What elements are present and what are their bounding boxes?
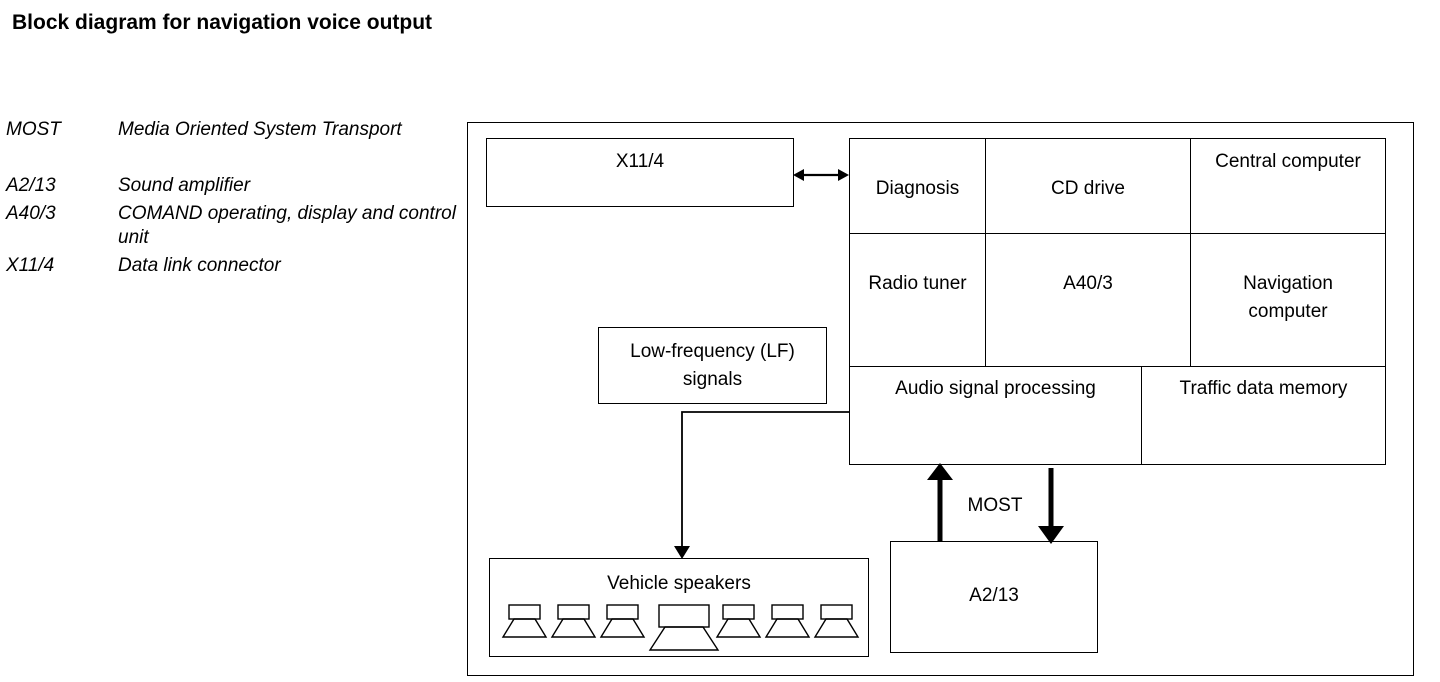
- abbr-val-a2-13: Sound amplifier: [118, 175, 251, 196]
- radio-tuner-label: Radio tuner: [868, 273, 967, 294]
- abbr-key-a2-13: A2/13: [6, 175, 56, 196]
- lf-signals-label: Low-frequency (LF) signals: [630, 341, 795, 390]
- x11-comand-double-arrow: [793, 169, 849, 181]
- most-up-arrow: [927, 463, 953, 541]
- a40-3-label: A40/3: [1063, 273, 1113, 294]
- x11-4-label: X11/4: [615, 151, 665, 172]
- diagram-frame: [467, 122, 1414, 676]
- central-computer-label: Central computer: [1215, 151, 1361, 172]
- abbr-val-a40-3: COMAND operating, display and control un…: [118, 203, 456, 248]
- audio-processing-label: Audio signal processing: [895, 378, 1096, 399]
- traffic-memory-cell: [1141, 366, 1386, 465]
- x11-4-box: [486, 138, 794, 207]
- abbr-key-x11-4: X11/4: [6, 255, 55, 276]
- speaker-icon: [715, 604, 762, 638]
- abbr-key-most: MOST: [6, 119, 61, 140]
- lf-signal-arrow: [674, 411, 849, 559]
- speaker-icon-large: [648, 604, 720, 651]
- speaker-icon: [550, 604, 597, 638]
- speaker-icon: [599, 604, 646, 638]
- most-down-arrow: [1038, 468, 1064, 544]
- speaker-icon: [813, 604, 860, 638]
- traffic-memory-label: Traffic data memory: [1179, 378, 1348, 399]
- a2-13-label: A2/13: [969, 585, 1019, 606]
- speaker-icon: [501, 604, 548, 638]
- vehicle-speakers-box: [489, 558, 869, 657]
- page-title: Block diagram for navigation voice outpu…: [12, 11, 433, 34]
- navigation-computer-label: Navigation computer: [1243, 273, 1333, 322]
- vehicle-speakers-label: Vehicle speakers: [607, 573, 751, 594]
- lf-signals-box: [598, 327, 827, 404]
- abbr-key-a40-3: A40/3: [6, 203, 56, 224]
- cd-drive-label: CD drive: [1051, 178, 1125, 199]
- most-label: MOST: [967, 495, 1023, 516]
- diagnosis-label: Diagnosis: [875, 178, 960, 199]
- a2-13-box: [890, 541, 1098, 653]
- speaker-icon: [764, 604, 811, 638]
- abbr-val-most: Media Oriented System Transport: [118, 119, 402, 140]
- abbr-val-x11-4: Data link connector: [118, 255, 281, 276]
